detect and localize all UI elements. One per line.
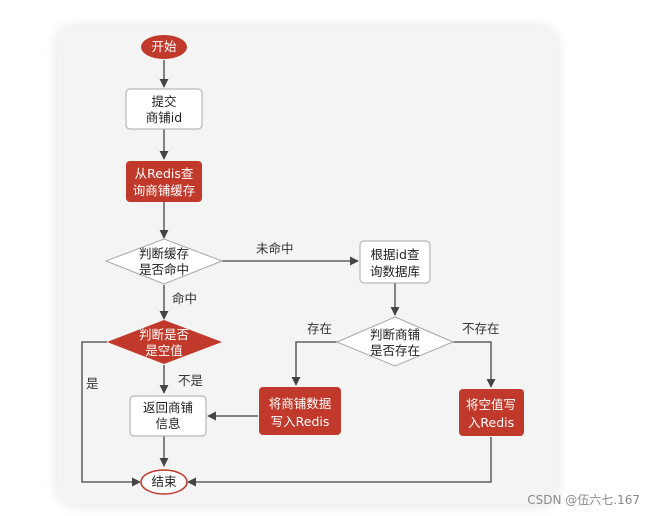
write-empty-line2: 入Redis [468,415,514,430]
exists-line1: 判断商铺 [370,327,420,342]
is-empty-line1: 判断是否 [139,327,189,342]
edge-exists [291,341,337,386]
cache-hit-line1: 判断缓存 [139,246,189,261]
watermark: CSDN @伍六七.167 [527,493,640,507]
label-not-exists: 不存在 [462,321,500,336]
query-cache-node: 从Redis查 询商铺缓存 [126,161,202,202]
submit-label-line1: 提交 [151,94,176,109]
query-cache-line1: 从Redis查 [135,166,194,181]
write-data-node: 将商铺数据 写入Redis [259,387,341,435]
label-hit: 命中 [172,291,197,306]
return-line1: 返回商铺 [143,400,193,415]
query-db-line1: 根据id查 [371,247,420,262]
submit-id-node: 提交 商铺id [125,88,203,130]
is-empty-line2: 是空值 [145,343,183,358]
label-miss: 未命中 [256,241,294,256]
write-empty-node: 将空值写 入Redis [459,389,524,436]
label-yes: 是 [86,376,99,391]
edge-yes [81,341,141,487]
edge-writeempty-end [187,437,492,487]
query-db-node: 根据id查 询数据库 [359,240,431,284]
query-db-line2: 询数据库 [370,264,420,279]
start-node: 开始 [141,35,187,59]
exists-line2: 是否存在 [370,343,420,358]
edge-not-exists [453,341,496,388]
end-node: 结束 [140,469,188,495]
cache-hit-decision: 判断缓存 是否命中 [104,238,224,285]
return-line2: 信息 [155,416,180,431]
end-label: 结束 [151,474,177,489]
cache-hit-line2: 是否命中 [139,262,189,277]
label-no: 不是 [178,373,204,388]
is-empty-decision: 判断是否 是空值 [107,320,222,364]
start-label: 开始 [151,39,177,54]
submit-label-line2: 商铺id [146,110,182,125]
return-info-node: 返回商铺 信息 [129,395,207,437]
write-data-line1: 将商铺数据 [269,396,332,411]
write-empty-line1: 将空值写 [466,397,516,412]
label-exists: 存在 [307,321,332,336]
query-cache-line2: 询商铺缓存 [133,183,196,198]
exists-decision: 判断商铺 是否存在 [335,316,455,367]
write-data-line2: 写入Redis [271,414,330,429]
